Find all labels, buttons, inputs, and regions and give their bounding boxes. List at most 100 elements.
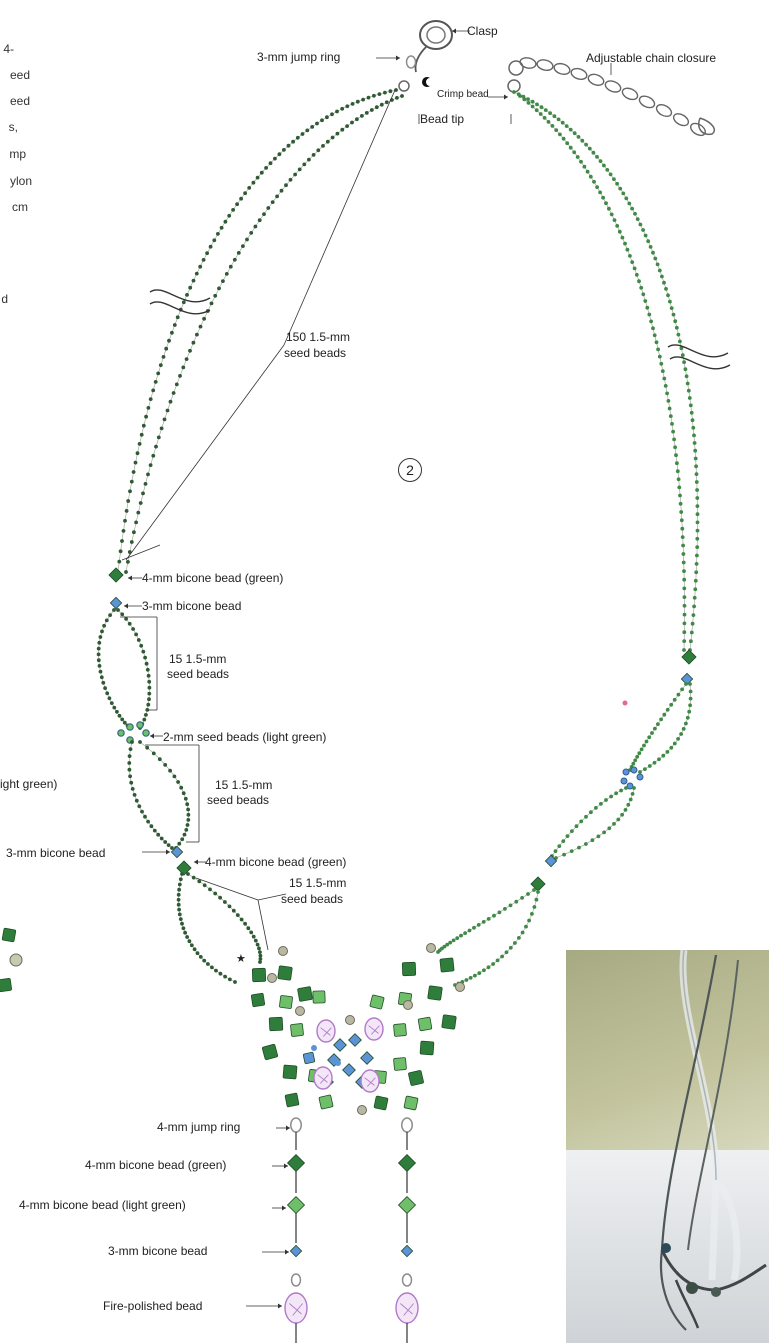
seed-bead bbox=[436, 950, 440, 954]
cube-bead bbox=[269, 1017, 283, 1031]
photo-necklace-on-glass bbox=[566, 950, 769, 1343]
seed-bead bbox=[620, 813, 624, 817]
seed-bead bbox=[597, 835, 601, 839]
seed-bead bbox=[247, 186, 251, 190]
strand-break-mark bbox=[668, 345, 730, 369]
seed-bead bbox=[570, 829, 574, 833]
seed-bead bbox=[177, 908, 181, 912]
cube-bead bbox=[370, 995, 385, 1010]
seed-bead bbox=[144, 713, 148, 717]
seed-bead bbox=[695, 554, 699, 558]
seed-bead bbox=[221, 279, 225, 283]
seed-bead bbox=[156, 372, 160, 376]
seed-bead bbox=[123, 519, 127, 523]
text-fragment: eed bbox=[0, 92, 30, 111]
seed-bead bbox=[153, 829, 157, 833]
seed-bead bbox=[330, 112, 334, 116]
seed-bead bbox=[569, 146, 573, 150]
seed-bead bbox=[105, 619, 109, 623]
seed-bead bbox=[687, 710, 691, 714]
bicone-3mm-blue bbox=[110, 597, 121, 608]
seed-bead bbox=[100, 675, 104, 679]
seed-bead bbox=[205, 251, 209, 255]
seed-bead bbox=[400, 94, 404, 98]
seed-bead bbox=[696, 521, 700, 525]
seed-bead bbox=[287, 144, 291, 148]
crimp-bead-mark bbox=[422, 77, 430, 87]
seed-bead bbox=[312, 153, 316, 157]
seed-bead bbox=[149, 397, 153, 401]
arrow-head bbox=[396, 56, 400, 61]
label-dangle-bicone-4mm-green: 4-mm bicone bead (green) bbox=[85, 1158, 226, 1172]
bicone-3mm-blue bbox=[401, 1245, 412, 1256]
seed-bead bbox=[185, 293, 189, 297]
seed-bead bbox=[679, 732, 683, 736]
seed-bead bbox=[206, 962, 210, 966]
seed-bead bbox=[694, 464, 698, 468]
seed-bead bbox=[128, 774, 132, 778]
seed-bead bbox=[184, 797, 188, 801]
seed-bead bbox=[530, 912, 534, 916]
seed-bead bbox=[301, 132, 305, 136]
seed-bead bbox=[580, 139, 584, 143]
seed-bead bbox=[136, 451, 140, 455]
lobster-clasp bbox=[420, 21, 452, 49]
seed-bead bbox=[307, 158, 311, 162]
seed-bead bbox=[557, 118, 561, 122]
cube-bead bbox=[408, 1070, 424, 1086]
seed-bead bbox=[683, 613, 687, 617]
seed-bead bbox=[246, 926, 250, 930]
seed-bead bbox=[119, 549, 123, 553]
seed-bead bbox=[642, 744, 646, 748]
seed-bead bbox=[180, 872, 184, 876]
seed-bead bbox=[195, 272, 199, 276]
seed-bead bbox=[605, 168, 609, 172]
seed-bead bbox=[126, 560, 130, 564]
seed-bead bbox=[645, 740, 649, 744]
seed-bead bbox=[199, 325, 203, 329]
seed-bead bbox=[589, 810, 593, 814]
seed-bead bbox=[539, 112, 543, 116]
seed-bead bbox=[672, 313, 676, 317]
seed-bead bbox=[661, 369, 665, 373]
seed-bead bbox=[673, 445, 677, 449]
text-fragment: mp bbox=[0, 145, 26, 164]
seed-2mm-light-green bbox=[143, 730, 149, 736]
stringing-wire bbox=[520, 96, 684, 650]
seed-bead bbox=[662, 377, 666, 381]
seed-bead bbox=[628, 254, 632, 258]
seed-bead bbox=[621, 192, 625, 196]
seed-bead bbox=[176, 780, 180, 784]
seed-bead bbox=[367, 96, 371, 100]
jump-ring-4mm bbox=[402, 1118, 413, 1132]
seed-bead bbox=[144, 415, 148, 419]
seed-bead bbox=[676, 737, 680, 741]
seed-bead bbox=[455, 936, 459, 940]
seed-bead bbox=[305, 129, 309, 133]
seed-bead bbox=[639, 223, 643, 227]
seed-bead bbox=[138, 740, 142, 744]
seed-bead bbox=[655, 340, 659, 344]
label-15-seed-b-line2: seed beads bbox=[207, 793, 269, 807]
seed-bead bbox=[245, 238, 249, 242]
seed-bead bbox=[126, 499, 130, 503]
seed-bead bbox=[289, 178, 293, 182]
stringing-wire bbox=[99, 610, 130, 728]
seed-bead bbox=[547, 120, 551, 124]
seed-bead bbox=[134, 633, 138, 637]
seed-bead bbox=[609, 795, 613, 799]
seed-2mm bbox=[637, 774, 643, 780]
seed-bead bbox=[179, 786, 183, 790]
seed-bead bbox=[543, 116, 547, 120]
seed-bead bbox=[195, 333, 199, 337]
seed-bead bbox=[683, 604, 687, 608]
seed-bead bbox=[692, 613, 696, 617]
seed-bead bbox=[612, 177, 616, 181]
text-fragment: cm bbox=[0, 198, 28, 217]
label-light-green-cropped: ight green) bbox=[0, 777, 57, 791]
seed-bead bbox=[228, 905, 232, 909]
seed-bead bbox=[657, 757, 661, 761]
jump-ring-3mm bbox=[407, 56, 416, 68]
seed-bead bbox=[610, 213, 614, 217]
text-fragment: eed bbox=[0, 66, 30, 85]
